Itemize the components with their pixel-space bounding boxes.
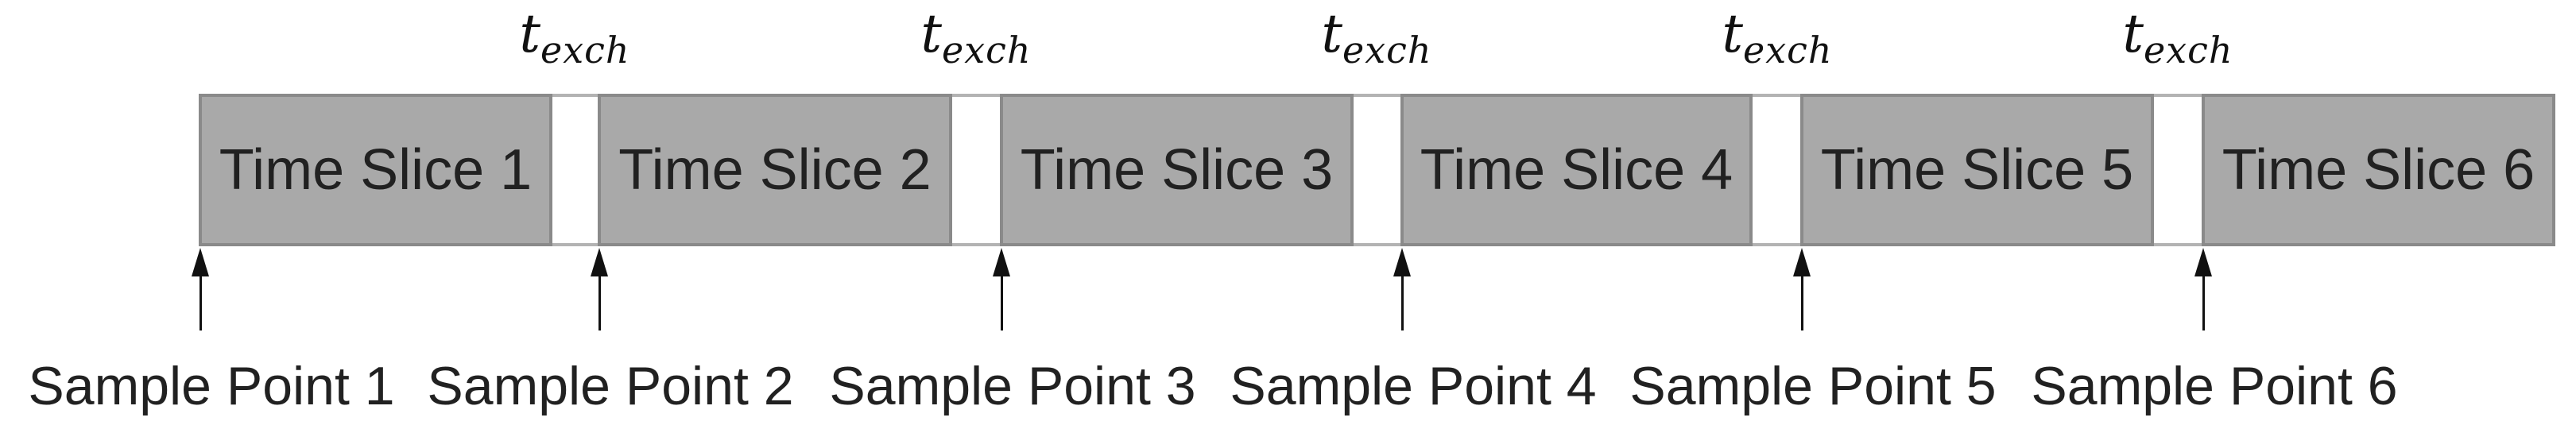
sample-arrow-6: [2194, 248, 2213, 330]
t-exch-label-4: texch: [1722, 3, 1833, 72]
sample-arrow-1: [191, 248, 210, 330]
arrow-shaft: [2202, 276, 2205, 330]
sample-point-label-1: Sample Point 1: [28, 356, 395, 416]
time-slice-3-label: Time Slice 3: [1020, 138, 1334, 202]
time-slice-5-label: Time Slice 5: [1820, 138, 2134, 202]
sample-arrow-2: [590, 248, 609, 330]
arrow-head-icon: [591, 248, 608, 276]
time-slice-2-label: Time Slice 2: [618, 138, 932, 202]
timeline-band: [199, 94, 2555, 246]
t-exch-label-5: texch: [2122, 3, 2233, 72]
arrow-shaft: [1000, 276, 1003, 330]
t-exch-label-2: texch: [920, 3, 1032, 72]
sample-point-label-5: Sample Point 5: [1629, 356, 1997, 416]
t-exch-label-3: texch: [1321, 3, 1432, 72]
sample-arrow-5: [1792, 248, 1811, 330]
arrow-shaft: [1400, 276, 1404, 330]
arrow-shaft: [1800, 276, 1803, 330]
time-slice-2: Time Slice 2: [598, 94, 952, 246]
time-slice-4-label: Time Slice 4: [1420, 138, 1733, 202]
time-slice-5: Time Slice 5: [1800, 94, 2154, 246]
arrow-shaft: [598, 276, 601, 330]
sample-point-label-2: Sample Point 2: [427, 356, 794, 416]
sample-point-label-3: Sample Point 3: [829, 356, 1196, 416]
sample-arrow-3: [992, 248, 1011, 330]
arrow-head-icon: [1793, 248, 1811, 276]
time-slice-1-label: Time Slice 1: [219, 138, 533, 202]
time-slice-4: Time Slice 4: [1400, 94, 1753, 246]
time-slice-6-label: Time Slice 6: [2222, 138, 2535, 202]
arrow-head-icon: [2194, 248, 2212, 276]
sample-point-label-6: Sample Point 6: [2031, 356, 2398, 416]
sample-arrow-4: [1393, 248, 1412, 330]
arrow-head-icon: [993, 248, 1010, 276]
time-slice-1: Time Slice 1: [199, 94, 552, 246]
time-slice-3: Time Slice 3: [1000, 94, 1354, 246]
sample-point-label-4: Sample Point 4: [1230, 356, 1597, 416]
time-slice-6: Time Slice 6: [2202, 94, 2555, 246]
t-exch-label-1: texch: [519, 3, 630, 72]
arrow-head-icon: [192, 248, 209, 276]
arrow-head-icon: [1393, 248, 1411, 276]
arrow-shaft: [199, 276, 202, 330]
